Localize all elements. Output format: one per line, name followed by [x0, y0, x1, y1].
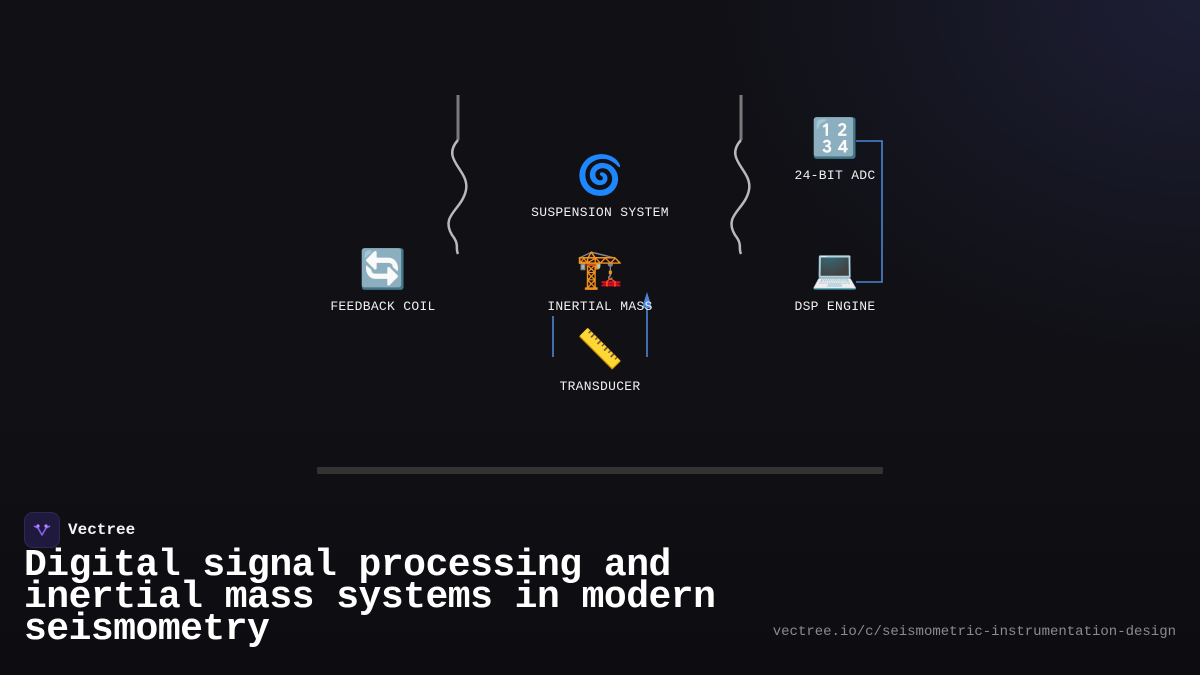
numbers-icon: 🔢: [811, 116, 859, 160]
transducer-arrowhead: [642, 292, 652, 308]
left-spring-coil: [447, 139, 468, 255]
left-spring: [447, 95, 468, 255]
node-24-bit-adc: 🔢 24-BIT ADC: [735, 116, 935, 183]
node-transducer: 📏 TRANSDUCER: [500, 327, 700, 394]
ruler-icon: 📏: [576, 327, 624, 371]
node-suspension-system: 🌀 SUSPENSION SYSTEM: [500, 153, 700, 220]
adc-dsp-connector: [856, 140, 883, 283]
transducer-label: TRANSDUCER: [559, 379, 641, 394]
node-dsp-engine: 💻 DSP ENGINE: [735, 247, 935, 314]
dsp-engine-label: DSP ENGINE: [794, 299, 876, 314]
adc-label: 24-BIT ADC: [794, 168, 876, 183]
vectree-logo-icon: [24, 512, 60, 548]
feedback-coil-label: FEEDBACK COIL: [330, 299, 436, 314]
page-title: Digital signal processing and inertial m…: [24, 544, 716, 651]
cyclone-icon: 🌀: [576, 153, 624, 197]
right-spring: [730, 95, 751, 255]
brand-name: Vectree: [68, 521, 136, 539]
base-plate: [317, 467, 883, 474]
inertial-mass-label: INERTIAL MASS: [547, 299, 653, 314]
logo-mark: [33, 524, 51, 536]
suspension-system-label: SUSPENSION SYSTEM: [531, 205, 669, 220]
arrows-cycle-icon: 🔄: [359, 247, 407, 291]
crane-icon: 🏗️: [576, 247, 624, 291]
node-feedback-coil: 🔄 FEEDBACK COIL: [283, 247, 483, 314]
brand: Vectree: [24, 512, 135, 548]
node-inertial-mass: 🏗️ INERTIAL MASS: [500, 247, 700, 314]
right-spring-coil: [730, 139, 751, 255]
laptop-icon: 💻: [811, 247, 859, 291]
source-url[interactable]: vectree.io/c/seismometric-instrumentatio…: [772, 624, 1176, 640]
